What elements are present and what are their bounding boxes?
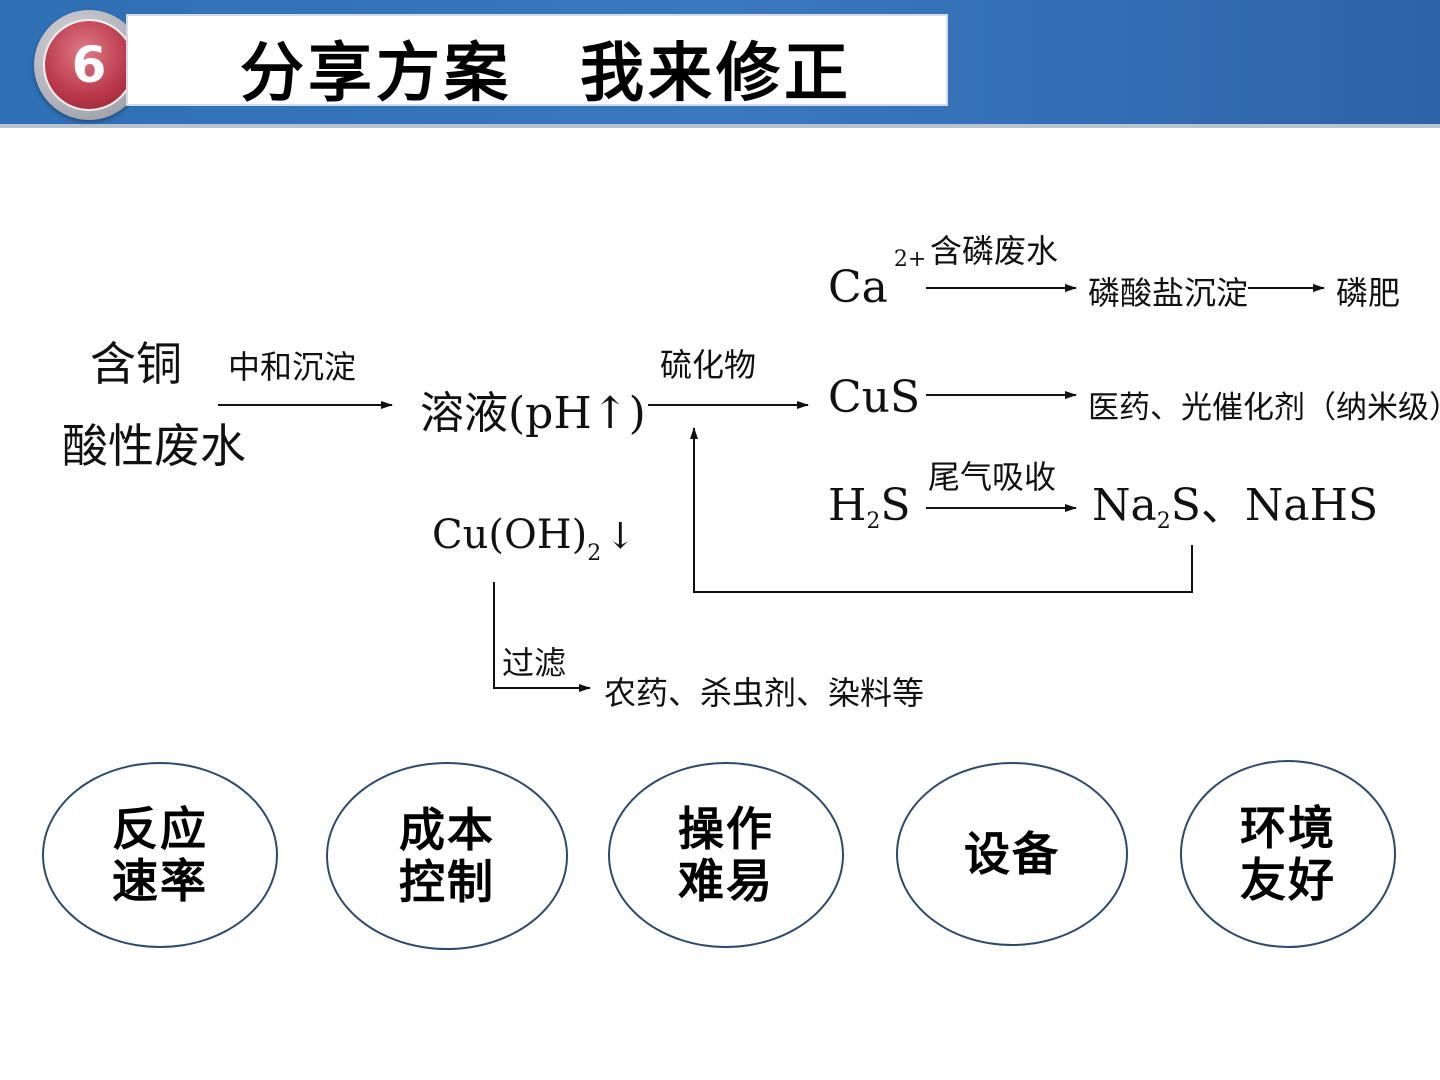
cus-product: 医药、光催化剂（纳米级） bbox=[1088, 390, 1440, 426]
arrow-filter bbox=[493, 582, 591, 692]
criterion-label: 环境 友好 bbox=[1240, 801, 1336, 907]
start-node-line2: 酸性废水 bbox=[62, 419, 246, 473]
section-number-badge: 6 bbox=[34, 10, 144, 120]
criterion-reaction-rate: 反应 速率 bbox=[42, 762, 278, 948]
criterion-equipment: 设备 bbox=[896, 762, 1128, 946]
cus-node: CuS bbox=[828, 372, 920, 423]
na2s-product: Na2S、NaHS bbox=[1092, 480, 1378, 534]
criterion-label: 成本 控制 bbox=[399, 803, 495, 909]
ca-node: Ca2+ bbox=[828, 247, 926, 313]
header-divider bbox=[0, 124, 1440, 128]
criterion-label: 反应 速率 bbox=[112, 802, 208, 908]
label-sulfide: 硫化物 bbox=[660, 346, 756, 384]
criterion-environment-friendly: 环境 友好 bbox=[1180, 760, 1396, 948]
title-box: 分享方案 我来修正 bbox=[126, 14, 948, 111]
start-node-line1: 含铜 bbox=[90, 337, 182, 391]
section-number: 6 bbox=[71, 36, 107, 94]
phosphate-precipitate: 磷酸盐沉淀 bbox=[1088, 274, 1248, 312]
label-tail-gas: 尾气吸收 bbox=[928, 458, 1056, 496]
label-neutralize: 中和沉淀 bbox=[228, 348, 356, 386]
filter-product: 农药、杀虫剂、染料等 bbox=[604, 674, 924, 712]
arrow-recycle-loop bbox=[690, 427, 1193, 593]
solution-node: 溶液(pH↑) bbox=[420, 388, 646, 439]
criterion-label: 设备 bbox=[964, 827, 1060, 881]
h2s-node: H2S bbox=[828, 480, 911, 534]
page-title: 分享方案 我来修正 bbox=[240, 37, 852, 111]
criterion-label: 操作 难易 bbox=[678, 802, 774, 908]
label-filter: 过滤 bbox=[502, 644, 566, 682]
label-phosphate-water: 含磷废水 bbox=[930, 232, 1058, 270]
cuoh2-node: Cu(OH)2↓ bbox=[432, 512, 635, 566]
fertilizer: 磷肥 bbox=[1336, 274, 1400, 312]
criterion-cost-control: 成本 控制 bbox=[326, 762, 568, 950]
criterion-operation-difficulty: 操作 难易 bbox=[608, 762, 844, 948]
